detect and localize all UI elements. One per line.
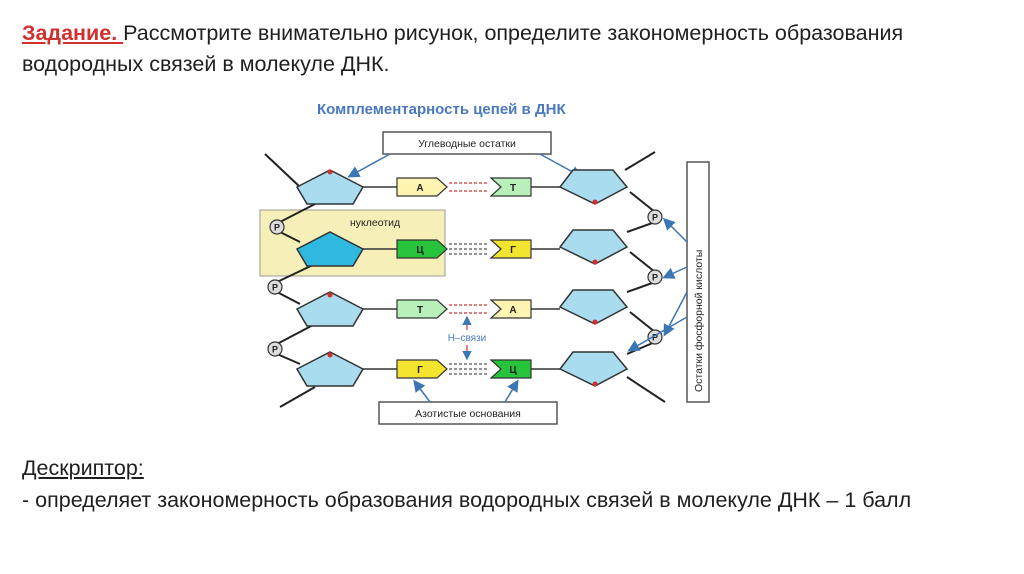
right-backbone [624,151,666,403]
right-sugar-1 [558,169,629,205]
task-paragraph: Задание. Рассмотрите внимательно рисунок… [22,18,1002,80]
base-pair-2: Ц Г [363,239,560,259]
task-text: Рассмотрите внимательно рисунок, определ… [22,21,904,76]
svg-text:P: P [272,345,278,355]
phos-arrow-1 [662,217,688,243]
nitro-label: Азотистые основания [415,408,521,420]
base-right-1 [489,177,532,197]
phos-arrow-2 [662,266,688,279]
phos-arrow-4 [627,316,688,352]
right-sugar-4 [558,351,629,387]
task-label: Задание. [22,21,124,45]
base-left-4 [396,359,448,379]
left-sugar-2 [295,231,365,267]
base-left-2 [396,239,448,259]
svg-text:P: P [652,213,658,223]
svg-text:Г: Г [417,365,423,376]
svg-text:Г: Г [510,245,516,256]
right-sugar-3 [558,289,629,325]
base-right-4 [489,359,532,379]
carb-arrow-left [347,153,391,178]
svg-text:P: P [652,273,658,283]
descriptor-title: Дескриптор: [22,456,144,480]
svg-text:Ц: Ц [416,245,424,256]
right-sugar-2 [558,229,629,265]
nitro-arrow-left [413,379,431,403]
left-sugar-4 [295,351,365,387]
left-sugar-1 [295,169,365,205]
descriptor: Дескриптор: - определяет закономерность … [22,452,1012,516]
left-sugars [295,169,365,387]
dna-diagram: Комплементарность цепей в ДНК Углеводные… [255,92,725,437]
nitro-label-box [378,401,558,425]
base-right-2 [489,239,532,259]
right-sugars [558,169,629,387]
svg-text:P: P [272,283,278,293]
carb-label: Углеводные остатки [418,138,516,150]
base-pair-1: А Т [363,177,560,197]
left-sugar-3 [295,291,365,327]
oxygen-markers [327,169,598,387]
base-left-1 [396,177,448,197]
svg-text:А: А [416,183,423,194]
phosphate-label-box [686,161,710,403]
svg-text:Т: Т [417,305,423,316]
base-pair-4: Г Ц [363,359,560,379]
phosphate-label: Остатки фосфорной кислоты [693,250,705,392]
svg-text:P: P [274,223,280,233]
descriptor-item: - определяет закономерность образования … [22,488,912,512]
left-backbone [264,153,316,408]
nucleotide-label: нуклеотид [350,217,400,229]
svg-text:P: P [652,333,658,343]
svg-text:А: А [509,305,516,316]
svg-text:Т: Т [510,183,516,194]
left-phosphates: P P P [267,219,285,357]
base-right-3 [489,299,532,319]
carb-label-box [382,131,552,155]
base-left-3 [396,299,448,319]
base-pair-3: Т А [363,299,560,319]
right-phosphates: P P P [647,209,663,345]
nitro-arrow-right [504,379,519,403]
hbond-label: Н–связи [448,333,487,344]
figure-title: Комплементарность цепей в ДНК [317,101,566,118]
dna-diagram-svg: Комплементарность цепей в ДНК Углеводные… [259,101,710,425]
svg-text:Ц: Ц [509,365,517,376]
